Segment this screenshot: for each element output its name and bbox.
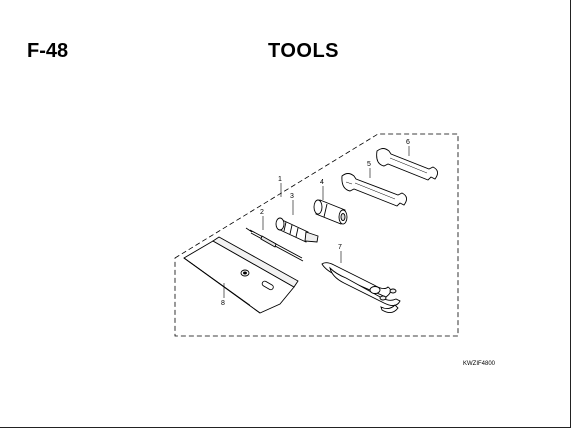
pliers-icon — [321, 262, 401, 313]
callout-2: 2 — [260, 209, 264, 216]
screwdriver-bit-icon — [245, 227, 304, 262]
open-end-wrench-icon — [376, 148, 438, 181]
leader-lines — [223, 146, 410, 298]
page-code: F-48 — [27, 40, 69, 62]
page-title: TOOLS — [268, 40, 340, 62]
callout-3: 3 — [290, 193, 294, 200]
callout-1: 1 — [278, 176, 282, 183]
callout-5: 5 — [367, 161, 371, 168]
callout-6: 6 — [406, 139, 410, 146]
tool-bag-icon — [183, 236, 299, 314]
tool-kit-outline — [174, 133, 459, 337]
socket-wrench-icon — [313, 199, 348, 225]
callout-8: 8 — [221, 300, 225, 307]
screwdriver-grip-icon — [275, 217, 319, 243]
callout-4: 4 — [320, 179, 324, 186]
open-end-wrench-icon — [341, 173, 407, 207]
callout-7: 7 — [338, 244, 342, 251]
figure-code: KWZIF4800 — [463, 361, 496, 367]
